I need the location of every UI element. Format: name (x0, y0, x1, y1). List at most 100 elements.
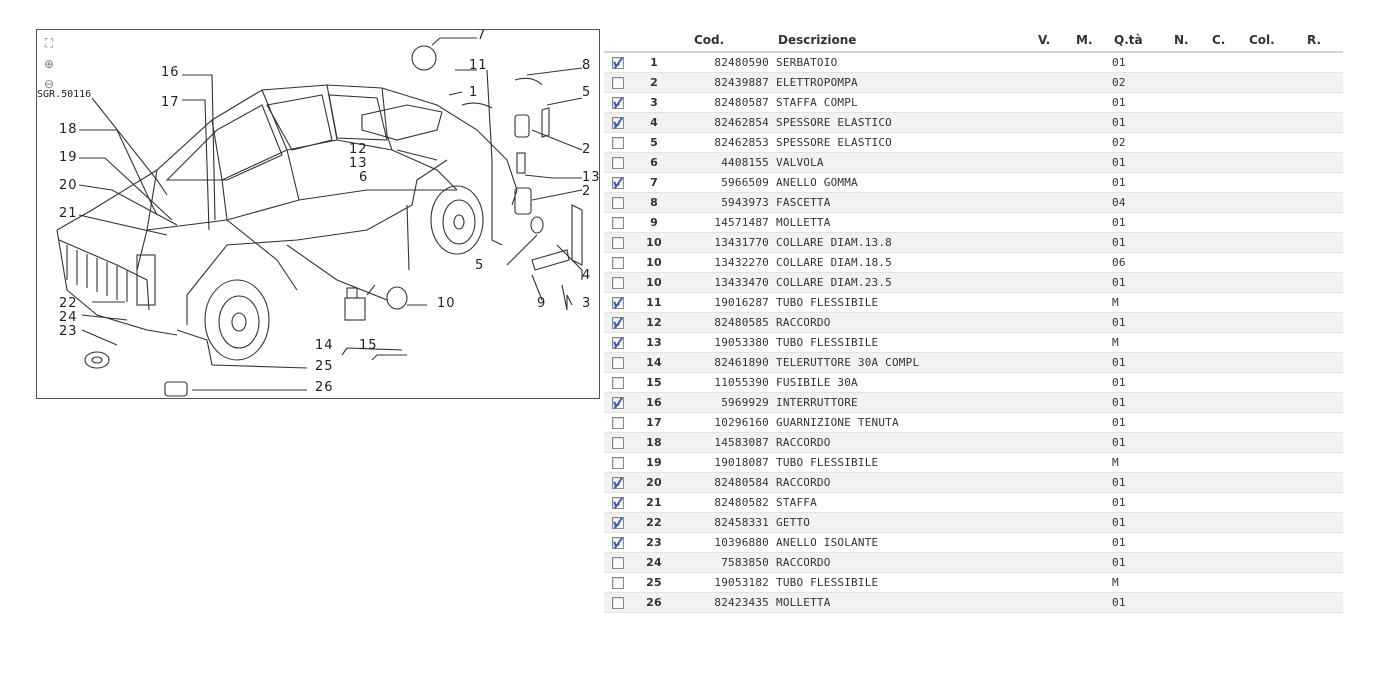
callout-12[interactable]: 12 (349, 142, 368, 157)
callout-24[interactable]: 24 (59, 310, 78, 325)
row-checkbox[interactable] (612, 577, 624, 589)
col-code-header[interactable]: Cod. (676, 29, 776, 53)
callout-8[interactable]: 8 (582, 58, 592, 73)
col-col-header[interactable]: Col. (1249, 29, 1307, 53)
callout-2a[interactable]: 2 (582, 142, 592, 157)
callout-25[interactable]: 25 (315, 359, 334, 374)
col-qty-header[interactable]: Q.tà (1112, 29, 1174, 53)
col-description-header[interactable]: Descrizione (776, 29, 1038, 53)
fit-view-icon[interactable]: ⛶ (44, 36, 54, 50)
callout-13a[interactable]: 13 (349, 156, 368, 171)
row-checkbox[interactable] (612, 537, 624, 549)
row-checkbox[interactable] (612, 277, 624, 289)
callout-4[interactable]: 4 (582, 268, 592, 283)
callout-15[interactable]: 15 (359, 338, 378, 353)
zoom-in-icon[interactable]: ⊕ (43, 57, 55, 71)
callout-20[interactable]: 20 (59, 178, 78, 193)
callout-23[interactable]: 23 (59, 324, 78, 339)
row-checkbox[interactable] (612, 477, 624, 489)
callout-13b[interactable]: 13 (582, 170, 600, 185)
row-checkbox[interactable] (612, 77, 624, 89)
exploded-diagram[interactable]: ⛶ ⊕ ⊖ SGR.50116 7 11 1 8 5 16 17 2 12 13… (36, 29, 600, 399)
row-checkbox[interactable] (612, 97, 624, 109)
callout-19[interactable]: 19 (59, 150, 78, 165)
row-checkbox[interactable] (612, 157, 624, 169)
col-n-header[interactable]: N. (1174, 29, 1212, 53)
callout-10[interactable]: 10 (437, 296, 456, 311)
row-checkbox[interactable] (612, 197, 624, 209)
col-v-header[interactable]: V. (1038, 29, 1076, 53)
col-m-header[interactable]: M. (1076, 29, 1112, 53)
callout-6[interactable]: 6 (359, 170, 369, 185)
callout-1[interactable]: 1 (469, 85, 479, 100)
row-checkbox[interactable] (612, 417, 624, 429)
callout-22[interactable]: 22 (59, 296, 78, 311)
callout-9[interactable]: 9 (537, 296, 547, 311)
row-checkbox[interactable] (612, 57, 624, 69)
row-checkbox[interactable] (612, 137, 624, 149)
row-checkbox[interactable] (612, 437, 624, 449)
callout-3[interactable]: 3 (582, 296, 592, 311)
row-checkbox[interactable] (612, 177, 624, 189)
callout-21[interactable]: 21 (59, 206, 78, 221)
zoom-out-icon[interactable]: ⊖ (43, 77, 55, 91)
callout-2b[interactable]: 2 (582, 184, 592, 199)
callout-17[interactable]: 17 (161, 95, 180, 110)
row-ref-number: 4 (632, 112, 676, 133)
callout-26[interactable]: 26 (315, 380, 334, 395)
row-checkbox[interactable] (612, 457, 624, 469)
row-checkbox[interactable] (612, 357, 624, 369)
callout-5b[interactable]: 5 (475, 258, 485, 273)
row-checkbox[interactable] (612, 317, 624, 329)
row-checkbox[interactable] (612, 497, 624, 509)
callout-16[interactable]: 16 (161, 65, 180, 80)
row-checkbox[interactable] (612, 257, 624, 269)
row-checkbox[interactable] (612, 117, 624, 129)
row-checkbox[interactable] (612, 517, 624, 529)
callout-11[interactable]: 11 (469, 58, 488, 73)
row-checkbox[interactable] (612, 377, 624, 389)
callout-7[interactable]: 7 (477, 29, 487, 43)
row-checkbox[interactable] (612, 597, 624, 609)
callout-14[interactable]: 14 (315, 338, 334, 353)
row-checkbox[interactable] (612, 397, 624, 409)
col-r-header[interactable]: R. (1307, 29, 1343, 53)
row-checkbox[interactable] (612, 217, 624, 229)
row-checkbox[interactable] (612, 557, 624, 569)
callout-18[interactable]: 18 (59, 122, 78, 137)
callout-5[interactable]: 5 (582, 85, 592, 100)
row-checkbox[interactable] (612, 237, 624, 249)
row-checkbox[interactable] (612, 337, 624, 349)
row-m (1076, 252, 1112, 273)
col-c-header[interactable]: C. (1212, 29, 1249, 53)
row-checkbox[interactable] (612, 297, 624, 309)
